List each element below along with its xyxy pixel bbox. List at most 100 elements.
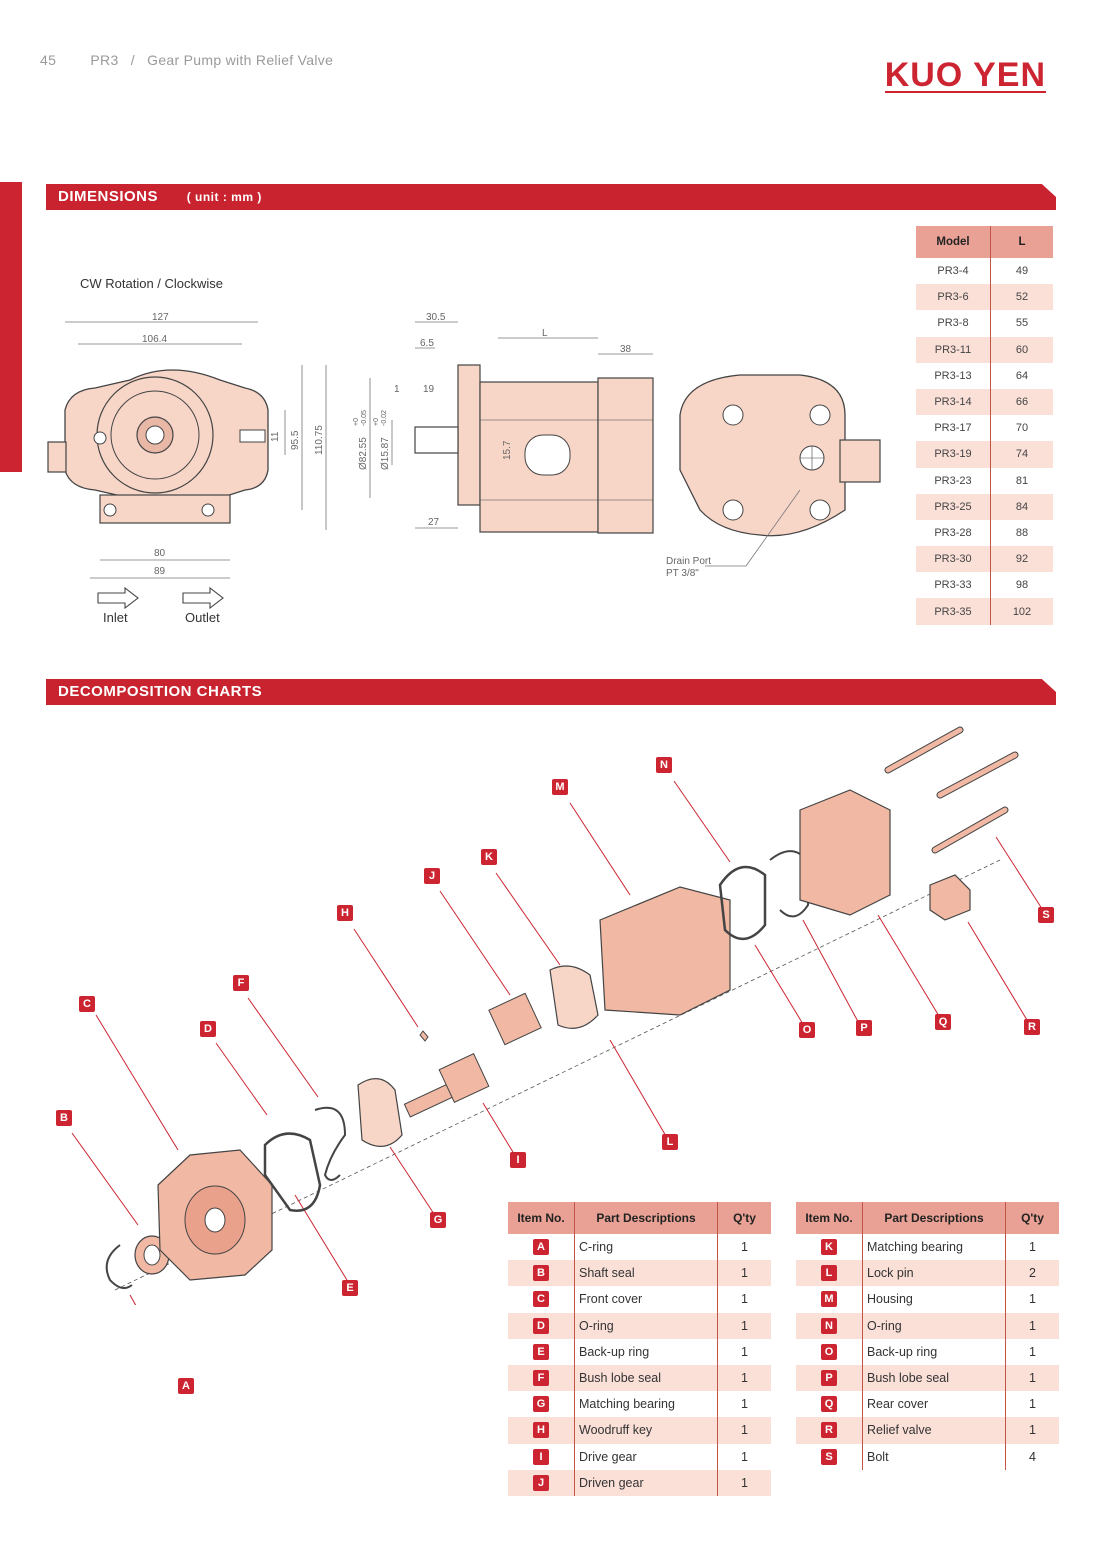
length-cell: 98 <box>1015 579 1029 592</box>
bolt-part-fill <box>932 807 1008 853</box>
callout-C: C <box>79 996 95 1012</box>
callout-G: G <box>430 1212 446 1228</box>
model-cell: PR3-35 <box>916 598 991 625</box>
model-cell: PR3-14 <box>916 388 991 416</box>
dim-38: 38 <box>620 344 632 355</box>
length-column-header: L <box>990 226 1053 258</box>
part-description: Bush lobe seal <box>862 1364 1006 1392</box>
dim-110-75: 110.75 <box>314 425 325 455</box>
parts-table-header: Item No. Part Descriptions Q'ty <box>796 1202 1059 1234</box>
part-description: Matching bearing <box>574 1391 718 1418</box>
length-cell: 52 <box>990 284 1053 311</box>
item-badge: P <box>821 1370 837 1387</box>
part-description: C-ring <box>574 1234 718 1261</box>
length-cell: 49 <box>1015 265 1029 278</box>
length-cell: 66 <box>990 388 1053 416</box>
length-cell: 92 <box>990 546 1053 573</box>
dim-27: 27 <box>428 517 440 528</box>
part-qty: 1 <box>741 1397 748 1412</box>
tol-a-up: +0 <box>353 418 360 426</box>
callout-Q: Q <box>935 1014 951 1030</box>
exploded-view <box>71 726 1047 1305</box>
bolt-part-fill <box>937 752 1018 798</box>
callout-O: O <box>799 1022 815 1038</box>
item-badge: C <box>533 1291 549 1308</box>
rear-cover-part <box>799 789 891 916</box>
part-description: O-ring <box>574 1312 718 1339</box>
part-qty: 1 <box>741 1449 748 1464</box>
front-cover-hole <box>204 1207 226 1233</box>
item-no-header: Item No. <box>796 1202 863 1234</box>
length-cell: 74 <box>990 441 1053 468</box>
dimension-drawing: 127 106.4 80 89 11 95.5 110.75 30.5 6.5 … <box>47 312 881 610</box>
decomposition-section-bar: DECOMPOSITION CHARTS <box>46 679 1056 705</box>
relief-valve-part <box>929 874 971 921</box>
callout-F: F <box>233 975 249 991</box>
dimensions-unit: ( unit : mm ) <box>186 190 262 204</box>
callout-N: N <box>656 757 672 773</box>
item-badge: B <box>533 1265 549 1282</box>
part-qty: 2 <box>1005 1260 1059 1287</box>
model-cell: PR3-8 <box>916 310 991 337</box>
item-badge: M <box>821 1291 837 1308</box>
item-badge: R <box>821 1422 837 1439</box>
part-qty: 4 <box>1029 1449 1036 1464</box>
model-cell: PR3-19 <box>916 441 991 468</box>
bush-lobe-seal-part <box>314 1106 347 1181</box>
item-badge: H <box>533 1422 549 1439</box>
part-description: Bolt <box>862 1443 1006 1470</box>
part-qty: 1 <box>717 1469 771 1496</box>
c-ring-part <box>105 1244 133 1290</box>
dim-L: L <box>542 328 548 339</box>
model-cell: PR3-23 <box>916 467 991 494</box>
parts-table-header: Item No. Part Descriptions Q'ty <box>508 1202 771 1234</box>
item-badge: L <box>821 1265 837 1282</box>
part-qty: 1 <box>1005 1312 1059 1339</box>
item-badge: G <box>533 1396 549 1413</box>
part-description: Relief valve <box>862 1417 1006 1444</box>
decomposition-heading: DECOMPOSITION CHARTS <box>58 683 263 700</box>
dim-11: 11 <box>270 431 281 442</box>
length-cell: 84 <box>990 493 1053 520</box>
kuo-yen-logo: KUO YEN <box>884 56 1046 95</box>
item-no-header: Item No. <box>508 1202 575 1234</box>
o-ring-part <box>263 1132 322 1212</box>
item-badge: K <box>821 1239 837 1256</box>
callout-B: B <box>56 1110 72 1126</box>
page-number: 45 <box>40 52 57 68</box>
callout-L: L <box>662 1134 678 1150</box>
dimensions-heading: DIMENSIONS <box>58 188 159 205</box>
side-view <box>414 364 654 534</box>
item-badge: N <box>821 1317 837 1334</box>
part-qty: 1 <box>717 1417 771 1444</box>
callout-I: I <box>510 1152 526 1168</box>
item-badge: Q <box>821 1396 837 1413</box>
dimensions-section-bar: DIMENSIONS ( unit : mm ) <box>46 184 1056 210</box>
drive-gear-part <box>438 1052 490 1104</box>
part-description: Back-up ring <box>574 1338 718 1365</box>
dim-15-7: 15.7 <box>502 440 513 460</box>
part-qty: 1 <box>1029 1344 1036 1359</box>
outlet-arrow-icon <box>182 586 224 610</box>
dim-6-5: 6.5 <box>420 338 434 349</box>
part-description: Bush lobe seal <box>574 1364 718 1392</box>
matching-bearing-g-part <box>357 1078 403 1147</box>
model-cell: PR3-17 <box>916 415 991 442</box>
side-tab-marker <box>0 182 22 472</box>
part-qty: 1 <box>717 1364 771 1392</box>
series-code: PR3 <box>90 52 119 68</box>
